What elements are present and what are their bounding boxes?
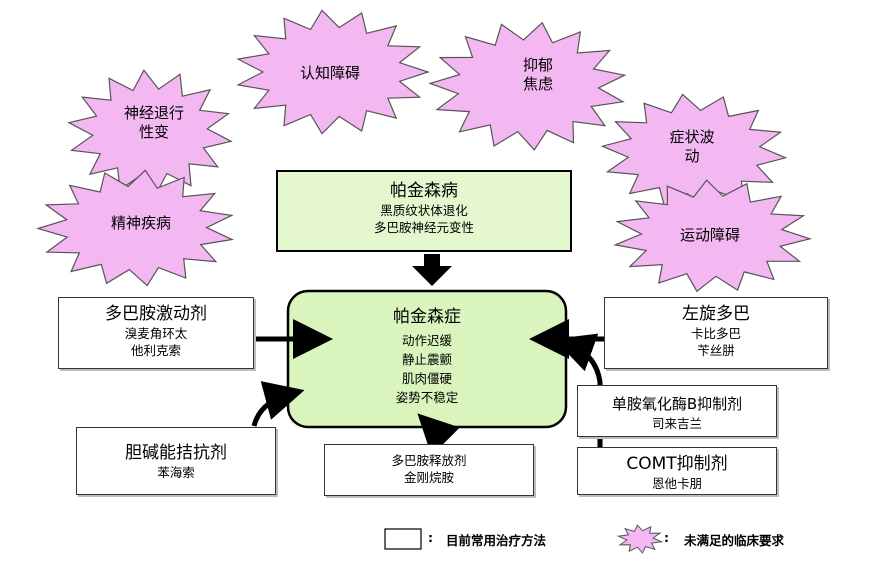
legend-star-label: 未满足的临床要求 xyxy=(684,533,785,548)
syndrome-line-3: 肌肉僵硬 xyxy=(401,371,452,386)
levodopa-drug-2: 苄丝肼 xyxy=(697,343,735,358)
dopamine-releasers-drug-1: 金刚烷胺 xyxy=(403,470,454,485)
star-depression-anxiety xyxy=(428,21,627,151)
syndrome-line-4: 姿势不稳定 xyxy=(395,390,459,405)
dopamine-agonists-box: 多巴胺激动剂 溴麦角环太 他利克索 xyxy=(58,297,254,369)
mao-b-inhibitors-box: 单胺氧化酶B抑制剂 司来吉兰 xyxy=(577,385,777,437)
dopamine-releasers-box: 多巴胺释放剂 金刚烷胺 xyxy=(324,444,534,496)
legend-box-label: 目前常用治疗方法 xyxy=(446,533,547,548)
syndrome-title: 帕金森症 xyxy=(393,307,461,327)
mao-b-inhibitors-title: 单胺氧化酶B抑制剂 xyxy=(611,395,743,413)
dopamine-releasers-title: 多巴胺释放剂 xyxy=(391,453,467,468)
star-neurodegeneration xyxy=(67,69,233,195)
dopamine-agonists-title: 多巴胺激动剂 xyxy=(105,304,207,324)
disease-box: 帕金森病 黑质纹状体退化 多巴胺神经元变性 xyxy=(276,170,572,252)
comt-inhibitors-box: COMT抑制剂 恩他卡朋 xyxy=(577,447,777,495)
star-label-neurodegeneration: 神经退行 性变 xyxy=(123,104,184,141)
star-label-psychiatric-disorder: 精神疾病 xyxy=(110,214,171,232)
levodopa-drug-1: 卡比多巴 xyxy=(690,326,741,341)
anticholinergics-drug-1: 苯海索 xyxy=(157,465,195,480)
comt-inhibitors-title: COMT抑制剂 xyxy=(626,454,728,474)
star-cognitive-impairment xyxy=(236,9,430,135)
legend-box-colon: : xyxy=(428,530,433,545)
disease-title: 帕金森病 xyxy=(390,181,458,201)
star-label-depression-anxiety: 抑郁 焦虑 xyxy=(522,56,553,93)
disease-line-1: 黑质纹状体退化 xyxy=(380,203,468,218)
legend-box-shape xyxy=(384,528,422,550)
comt-inhibitors-drug-1: 恩他卡朋 xyxy=(651,476,702,491)
levodopa-box: 左旋多巴 卡比多巴 苄丝肼 xyxy=(604,297,828,369)
disease-line-2: 多巴胺神经元变性 xyxy=(373,220,474,235)
syndrome-box: 帕金森症 动作迟缓 静止震颤 肌肉僵硬 姿势不稳定 xyxy=(288,306,566,407)
star-label-symptom-fluctuation: 症状波 动 xyxy=(669,128,715,165)
arrow-mao-comt xyxy=(553,333,603,447)
star-label-motor-disorder: 运动障碍 xyxy=(679,226,740,244)
dopamine-agonists-drug-1: 溴麦角环太 xyxy=(124,326,188,341)
anticholinergics-title: 胆碱能拮抗剂 xyxy=(125,443,227,463)
syndrome-line-2: 静止震颤 xyxy=(401,352,452,367)
levodopa-title: 左旋多巴 xyxy=(682,304,750,324)
anticholinergics-box: 胆碱能拮抗剂 苯海索 xyxy=(76,427,276,495)
dopamine-agonists-drug-2: 他利克索 xyxy=(130,343,181,358)
star-psychiatric-disorder xyxy=(35,169,235,287)
legend-star-shape xyxy=(616,524,664,554)
arrow-dopamine-releasers xyxy=(417,413,460,456)
syndrome-line-1: 动作迟缓 xyxy=(401,333,452,348)
mao-b-inhibitors-drug-1: 司来吉兰 xyxy=(651,416,702,431)
star-motor-disorder xyxy=(613,179,813,293)
arrow-anticholinergics xyxy=(251,381,305,427)
legend-star-colon: : xyxy=(664,530,669,545)
star-label-cognitive-impairment: 认知障碍 xyxy=(299,64,360,82)
down-arrow xyxy=(412,254,452,286)
